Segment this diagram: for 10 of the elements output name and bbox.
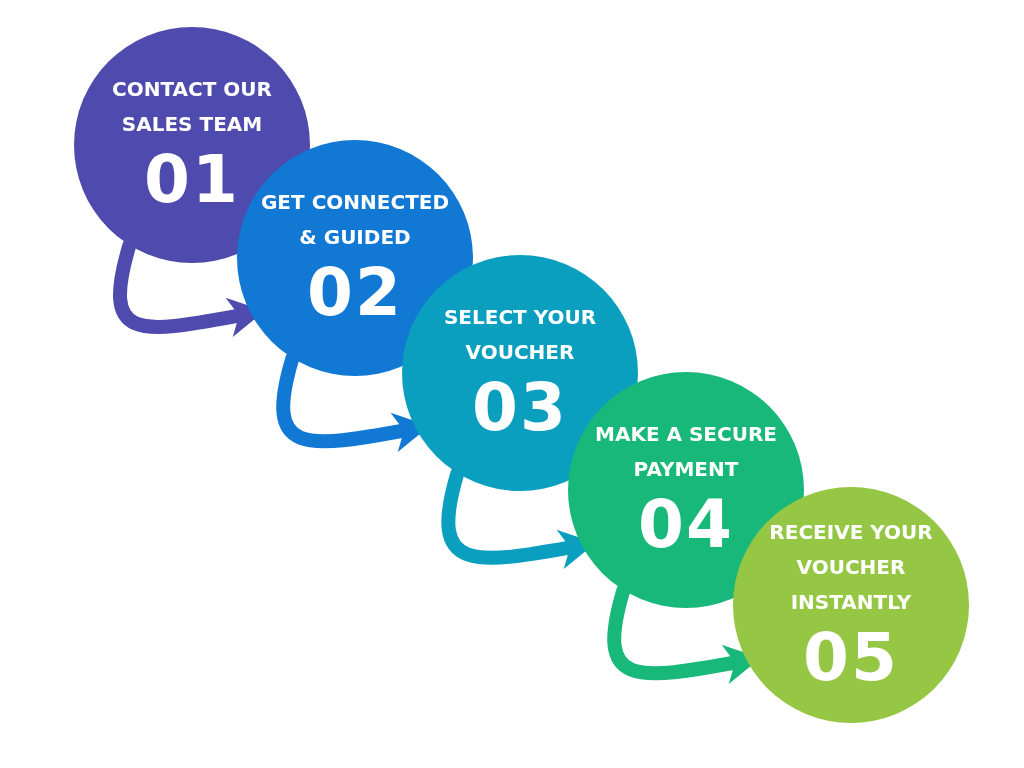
step-title: SELECT YOUR VOUCHER [442,304,598,366]
step-number: 01 [144,142,240,218]
step-title: GET CONNECTED & GUIDED [260,189,450,251]
step-title: RECEIVE YOUR VOUCHER INSTANTLY [768,518,934,616]
step-number: 02 [307,255,403,331]
step-number: 04 [638,487,734,563]
step-title: CONTACT OUR SALES TEAM [111,76,273,138]
step-number: 05 [803,619,899,696]
step-number: 03 [472,370,568,446]
step-title: MAKE A SECURE PAYMENT [594,421,778,483]
